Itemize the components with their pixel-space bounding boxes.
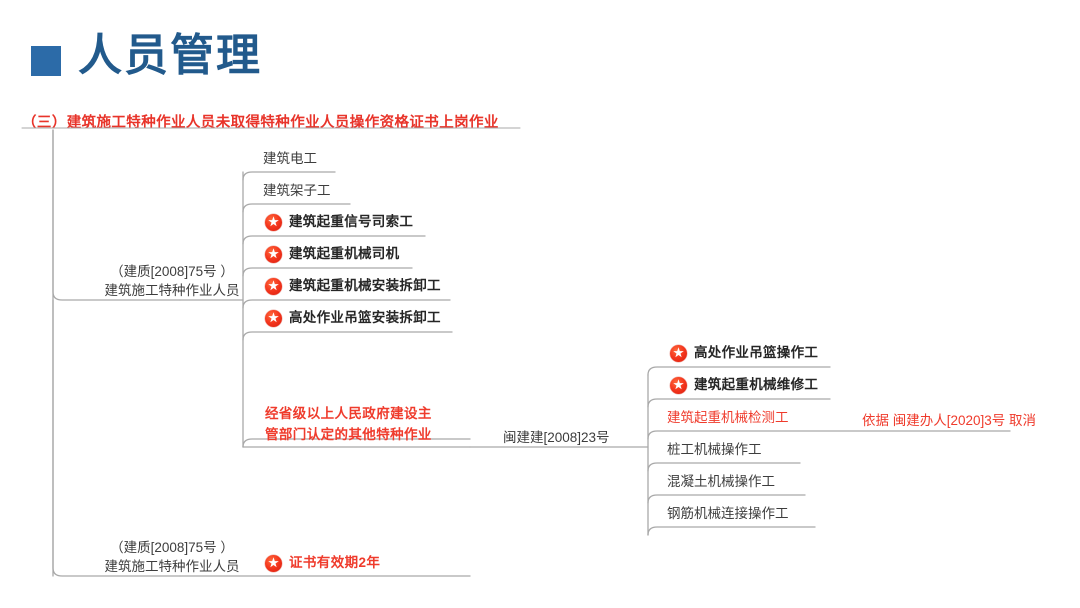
tree-node-label: 建筑起重机械司机 [289,246,400,261]
tree-node-qizhong-jixie-weixiugong[interactable]: 建筑起重机械维修工 [670,376,818,394]
red-star-badge-icon [265,554,282,572]
tree-node-hunningtu-jixie-caozuogong[interactable]: 混凝土机械操作工 [667,473,775,491]
tree-node-label: 桩工机械操作工 [667,442,762,457]
red-star-badge-icon [670,376,687,394]
branch-2-label-line1: （建质[2008]75号 ） [110,540,234,555]
red-star-badge-icon [265,213,282,231]
red-star-badge-icon [265,277,282,295]
tree-node-jianzhu-jiazigong[interactable]: 建筑架子工 [263,182,331,200]
tree-node-jianzhu-diangong[interactable]: 建筑电工 [263,150,317,168]
tree-node-label: 建筑起重机械安装拆卸工 [289,278,441,293]
slide-header: 人员管理 [0,0,1080,100]
tree-node-label: 建筑起重机械维修工 [694,377,819,392]
tree-node-label: 建筑架子工 [263,183,331,198]
tree-node-diaolan-caozuogong[interactable]: 高处作业吊篮操作工 [670,344,818,362]
tree-node-label: 高处作业吊篮安装拆卸工 [289,310,441,325]
annotation-cancelled-basis: 依据 闽建办人[2020]3号 取消 [862,413,1037,428]
tree-node-diaolan-anzhuang-chaixiegong[interactable]: 高处作业吊篮安装拆卸工 [265,309,441,327]
branch-2-label-line2: 建筑施工特种作业人员 [104,559,240,574]
tree-node-label: 证书有效期2年 [289,555,381,570]
connector-label-minjianjian-2008-23: 闽建建[2008]23号 [503,430,610,445]
tree-node-label: 建筑电工 [263,151,317,166]
tree-node-qizhong-jixie-jiancegong[interactable]: 建筑起重机械检测工 [667,409,789,427]
tree-node-qizhong-anzhuang-chaixiegong[interactable]: 建筑起重机械安装拆卸工 [265,277,441,295]
tree-node-label: 建筑起重机械检测工 [667,410,789,425]
red-star-badge-icon [670,344,687,362]
branch-1-label-line1: （建质[2008]75号 ） [110,264,234,279]
tree-node-label-line2: 管部门认定的其他特种作业 [265,427,432,442]
tree-node-label: 高处作业吊篮操作工 [694,345,819,360]
section-subtitle: （三）建筑施工特种作业人员未取得特种作业人员操作资格证书上岗作业 [22,115,499,131]
tree-node-qizhong-jixie-siji[interactable]: 建筑起重机械司机 [265,245,399,263]
red-star-badge-icon [265,309,282,327]
tree-node-label: 混凝土机械操作工 [667,474,775,489]
tree-node-other-special-operations[interactable]: 经省级以上人民政府建设主 管部门认定的其他特种作业 [265,403,432,445]
page-title: 人员管理 [78,31,262,80]
tree-node-label: 建筑起重信号司索工 [289,214,414,229]
branch-1-label-line2: 建筑施工特种作业人员 [104,283,240,298]
red-star-badge-icon [265,245,282,263]
branch-2-label: （建质[2008]75号 ） 建筑施工特种作业人员 [72,538,272,576]
branch-1-label: （建质[2008]75号 ） 建筑施工特种作业人员 [72,262,272,300]
tree-node-gangjin-jixie-lianjie-caozuogong[interactable]: 钢筋机械连接操作工 [667,505,789,523]
tree-node-certificate-validity[interactable]: 证书有效期2年 [265,554,380,572]
tree-node-label: 钢筋机械连接操作工 [667,506,789,521]
square-bullet-icon [31,46,61,76]
tree-node-zhuanggong-jixie-caozuogong[interactable]: 桩工机械操作工 [667,441,762,459]
tree-node-label-line1: 经省级以上人民政府建设主 [265,406,432,421]
tree-node-qizhong-xinhao-sisuogong[interactable]: 建筑起重信号司索工 [265,213,413,231]
